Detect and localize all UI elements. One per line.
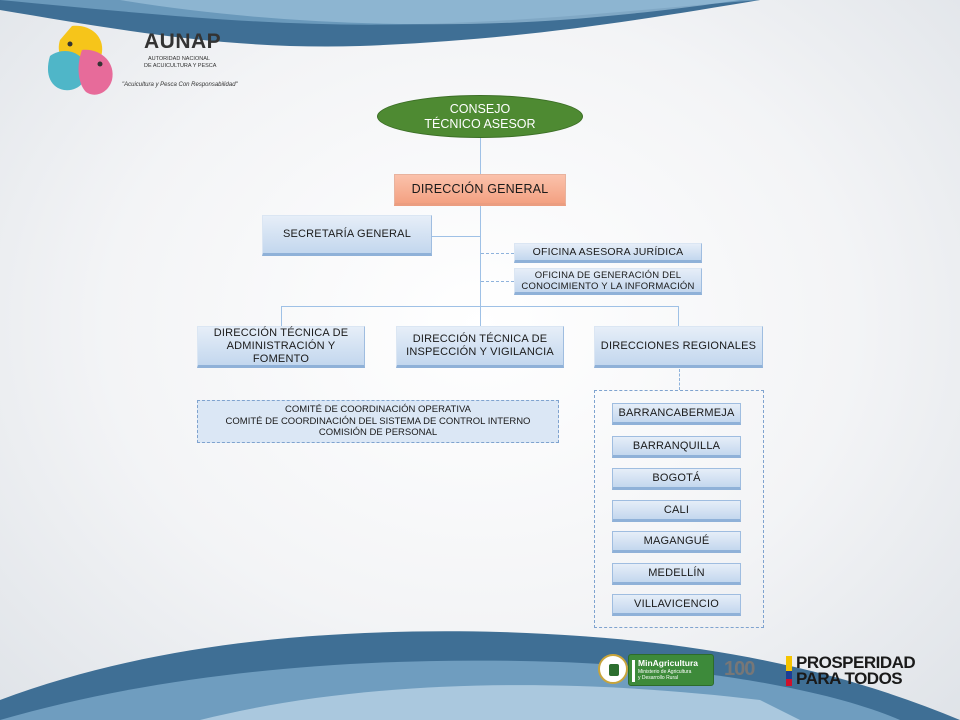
direcciones-regionales: DIRECCIONES REGIONALES bbox=[594, 326, 763, 368]
connector-consejo-dg bbox=[480, 136, 481, 174]
connector-main-trunk bbox=[480, 205, 481, 307]
dt-admin-line-2: ADMINISTRACIÓN Y bbox=[226, 339, 336, 352]
direccion-tecnica-inspeccion: DIRECCIÓN TÉCNICA DE INSPECCIÓN Y VIGILA… bbox=[396, 326, 564, 368]
prosperidad-line-1: PROSPERIDAD bbox=[796, 653, 916, 672]
dt-inspeccion-line-1: DIRECCIÓN TÉCNICA DE bbox=[412, 333, 548, 345]
oficina-generacion-conocimiento: OFICINA DE GENERACIÓN DEL CONOCIMIENTO Y… bbox=[514, 268, 702, 295]
minagricultura-badge: MinAgricultura Ministerio de Agricultura… bbox=[628, 654, 714, 686]
regional-villavicencio: VILLAVICENCIO bbox=[612, 594, 741, 616]
colombia-seal-icon bbox=[598, 654, 628, 684]
connector-oficina-conocimiento bbox=[481, 281, 514, 282]
dt-admin-line-1: DIRECCIÓN TÉCNICA DE bbox=[213, 326, 349, 339]
regional-barrancabermeja: BARRANCABERMEJA bbox=[612, 403, 741, 425]
dt-inspeccion-line-2: INSPECCIÓN Y VIGILANCIA bbox=[406, 346, 554, 358]
consejo-line-2: TÉCNICO ASESOR bbox=[424, 116, 536, 131]
connector-dt-inspeccion bbox=[480, 306, 481, 327]
logo-slogan: "Acuicultura y Pesca Con Responsabilidad… bbox=[122, 82, 238, 88]
secretaria-general: SECRETARÍA GENERAL bbox=[262, 215, 432, 256]
oficina-asesora-juridica: OFICINA ASESORA JURÍDICA bbox=[514, 243, 702, 263]
dt-admin-line-3: FOMENTO bbox=[252, 352, 310, 365]
logo-subtitle-2: DE ACUICULTURA Y PESCA bbox=[144, 63, 217, 69]
comite-operativa: COMITÉ DE COORDINACIÓN OPERATIVA bbox=[285, 404, 471, 416]
direccion-tecnica-administracion: DIRECCIÓN TÉCNICA DE ADMINISTRACIÓN Y FO… bbox=[197, 326, 365, 368]
connector-regionales-list bbox=[679, 369, 680, 390]
consejo-line-1: CONSEJO bbox=[449, 101, 511, 116]
connector-oficina-juridica bbox=[481, 253, 514, 254]
connector-regionales bbox=[678, 306, 679, 327]
minagricultura-sub-1: Ministerio de Agricultura bbox=[638, 669, 692, 675]
minagricultura-sub-2: y Desarrollo Rural bbox=[638, 675, 679, 681]
direccion-general: DIRECCIÓN GENERAL bbox=[394, 174, 566, 206]
oficina-conocimiento-line-1: OFICINA DE GENERACIÓN DEL bbox=[534, 269, 682, 281]
regional-medellin: MEDELLÍN bbox=[612, 563, 741, 585]
oficina-conocimiento-line-2: CONOCIMIENTO Y LA INFORMACIÓN bbox=[521, 280, 695, 292]
consejo-tecnico-asesor: CONSEJO TÉCNICO ASESOR bbox=[377, 95, 583, 138]
years-mark: 100 bbox=[724, 658, 755, 680]
regionales-container bbox=[594, 390, 764, 628]
footer-logos: MinAgricultura Ministerio de Agricultura… bbox=[596, 652, 926, 690]
comites-box: COMITÉ DE COORDINACIÓN OPERATIVA COMITÉ … bbox=[197, 400, 559, 443]
regional-cali: CALI bbox=[612, 500, 741, 522]
regional-barranquilla: BARRANQUILLA bbox=[612, 436, 741, 458]
aunap-logo: AUNAP AUTORIDAD NACIONAL DE ACUICULTURA … bbox=[42, 22, 262, 102]
regional-bogota: BOGOTÁ bbox=[612, 468, 741, 490]
logo-subtitle-1: AUTORIDAD NACIONAL bbox=[148, 56, 210, 62]
regional-magangue: MAGANGUÉ bbox=[612, 531, 741, 553]
comision-personal: COMISIÓN DE PERSONAL bbox=[318, 427, 438, 439]
connector-dt-admin bbox=[281, 306, 282, 327]
fish-logo-icon bbox=[47, 25, 113, 95]
connector-secretaria bbox=[431, 236, 481, 237]
minagricultura-title: MinAgricultura bbox=[638, 658, 698, 668]
logo-title: AUNAP bbox=[144, 30, 222, 53]
prosperidad-line-2: PARA TODOS bbox=[796, 669, 903, 688]
colombia-flag-icon bbox=[786, 656, 792, 686]
comite-control-interno: COMITÉ DE COORDINACIÓN DEL SISTEMA DE CO… bbox=[225, 415, 531, 427]
